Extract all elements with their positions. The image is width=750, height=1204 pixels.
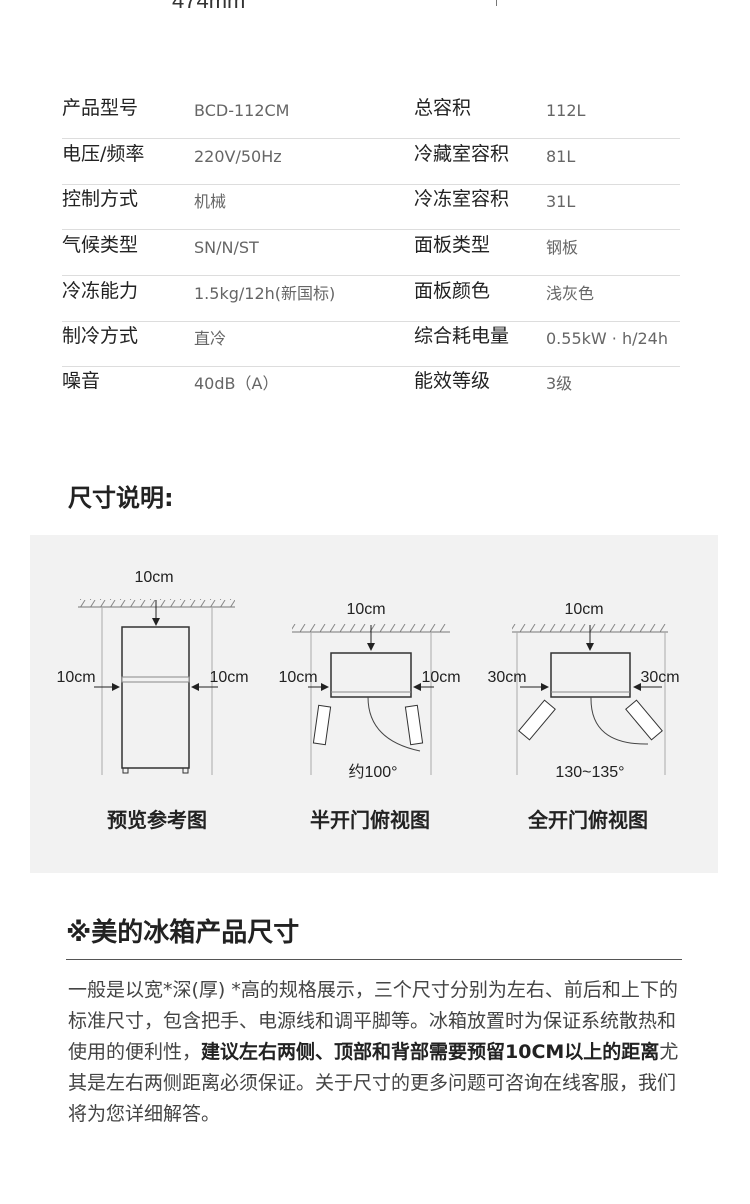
fridge-foot — [122, 767, 129, 774]
diagram-front-view: 10cm 10cm 10cm 预览参考图 — [56, 569, 248, 832]
spec-row: 制冷方式 直冷 综合耗电量 0.55kW · h/24h — [62, 322, 680, 367]
fridge-divider — [121, 676, 190, 683]
door-right — [625, 699, 663, 741]
product-size-title: ※美的冰箱产品尺寸 — [66, 918, 300, 948]
diagram-caption: 全开门俯视图 — [527, 808, 648, 832]
spec-value: 直冷 — [194, 329, 227, 348]
door-angle-label: 130~135° — [555, 764, 624, 781]
divider — [62, 138, 680, 139]
spec-row: 噪音 40dB（A） 能效等级 3级 — [62, 367, 680, 412]
spec-label: 控制方式 — [62, 188, 139, 210]
spec-value: 1.5kg/12h(新国标) — [194, 284, 336, 303]
top-clearance-label: 10cm — [134, 569, 173, 586]
top-dimension-label: 474mm — [172, 0, 246, 13]
spec-row: 控制方式 机械 冷冻室容积 31L — [62, 185, 680, 230]
spec-label: 面板颜色 — [414, 280, 491, 302]
spec-value: 112L — [546, 101, 586, 120]
spec-value: 0.55kW · h/24h — [546, 329, 668, 348]
divider — [62, 321, 680, 322]
title-underline — [66, 959, 682, 960]
spec-row: 产品型号 BCD-112CM 总容积 112L — [62, 94, 680, 139]
spec-row: 冷冻能力 1.5kg/12h(新国标) 面板颜色 浅灰色 — [62, 277, 680, 322]
spec-value: 3级 — [546, 374, 573, 393]
divider — [62, 184, 680, 185]
spec-value: 钢板 — [546, 238, 579, 257]
door-swing-arc — [367, 696, 421, 752]
size-description: 一般是以宽*深(厚) *高的规格展示，三个尺寸分别为左右、前后和上下的标准尺寸，… — [68, 975, 690, 1130]
right-clearance-label: 30cm — [640, 669, 679, 686]
fridge-front — [121, 626, 190, 769]
spec-value: 40dB（A） — [194, 374, 279, 393]
divider — [62, 275, 680, 276]
spec-value: BCD-112CM — [194, 101, 290, 120]
spec-label: 综合耗电量 — [414, 325, 510, 347]
spec-value: 220V/50Hz — [194, 147, 282, 166]
fridge-top — [550, 652, 631, 698]
top-clearance-label: 10cm — [564, 601, 603, 618]
right-clearance-label: 10cm — [421, 669, 460, 686]
spec-value: SN/N/ST — [194, 238, 259, 257]
spec-row: 电压/频率 220V/50Hz 冷藏室容积 81L — [62, 140, 680, 185]
description-emphasis: 建议左右两侧、顶部和背部需要预留10CM以上的距离 — [201, 1041, 660, 1063]
door-left — [312, 704, 332, 746]
fridge-top — [330, 652, 412, 698]
spec-label: 能效等级 — [414, 370, 491, 392]
diagram-caption: 半开门俯视图 — [310, 808, 430, 832]
top-clearance-label: 10cm — [346, 601, 385, 618]
spec-label: 冷冻室容积 — [414, 188, 510, 210]
size-section-title: 尺寸说明: — [68, 484, 174, 512]
door-right — [404, 704, 424, 746]
spec-label: 冷冻能力 — [62, 280, 139, 302]
diagram-full-open: 10cm 30cm 30cm 130~135° 全开门俯视图 — [487, 601, 679, 832]
right-clearance-label: 10cm — [209, 669, 248, 686]
fridge-foot — [182, 767, 189, 774]
door-left — [518, 699, 556, 741]
spec-label: 电压/频率 — [62, 143, 145, 165]
door-angle-label: 约100° — [348, 763, 397, 781]
spec-label: 面板类型 — [414, 234, 491, 256]
description-text: 一般是以宽*深(厚) *高的规格展示，三个尺寸分别为左右、前后和上下的标准尺寸，… — [68, 979, 678, 1063]
spec-value: 机械 — [194, 192, 227, 211]
left-clearance-label: 30cm — [487, 669, 526, 686]
divider — [62, 366, 680, 367]
spec-label: 冷藏室容积 — [414, 143, 510, 165]
divider — [62, 229, 680, 230]
spec-value: 81L — [546, 147, 576, 166]
spec-label: 产品型号 — [62, 97, 139, 119]
spec-label: 气候类型 — [62, 234, 139, 256]
diagram-half-open: 10cm 10cm 10cm 约100° 半开门俯视图 — [278, 601, 460, 832]
dimension-tick — [496, 0, 497, 6]
diagram-caption: 预览参考图 — [107, 808, 207, 832]
spec-row: 气候类型 SN/N/ST 面板类型 钢板 — [62, 231, 680, 276]
spec-value: 浅灰色 — [546, 284, 595, 303]
door-swing-arc — [590, 696, 649, 745]
spec-label: 总容积 — [414, 97, 472, 119]
spec-label: 噪音 — [62, 370, 101, 392]
description-text: 尤其是左右两侧距离必须保证。关于尺寸的更多问题可咨询在线客服，我们将为您详细解答… — [68, 1041, 679, 1125]
spec-label: 制冷方式 — [62, 325, 139, 347]
left-clearance-label: 10cm — [56, 669, 95, 686]
left-clearance-label: 10cm — [278, 669, 317, 686]
spec-value: 31L — [546, 192, 576, 211]
